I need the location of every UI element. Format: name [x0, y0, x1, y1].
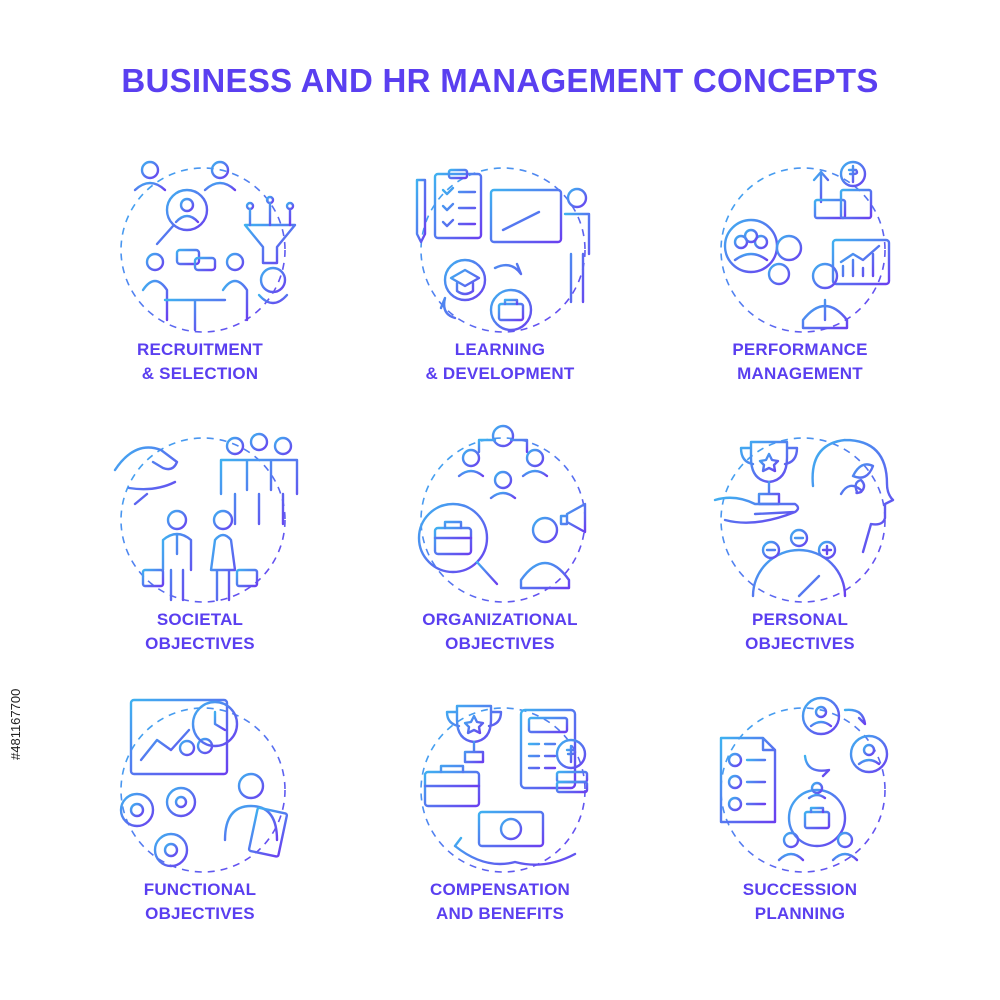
learning-icon	[395, 150, 605, 350]
performance-icon	[695, 150, 905, 350]
stock-id-watermark: #481167700	[8, 688, 23, 760]
recruitment-icon	[95, 150, 305, 350]
personal-icon	[695, 420, 905, 620]
concept-label: RECRUITMENT& SELECTION	[137, 340, 263, 383]
concept-label: LEARNING& DEVELOPMENT	[425, 340, 575, 383]
compensation-icon	[395, 690, 605, 890]
succession-icon	[695, 690, 905, 890]
functional-icon	[95, 690, 305, 890]
concept-learning: LEARNING& DEVELOPMENT	[380, 150, 620, 410]
page-title: BUSINESS AND HR MANAGEMENT CONCEPTS	[121, 62, 879, 99]
concept-recruitment: RECRUITMENT& SELECTION	[80, 150, 320, 410]
organizational-icon	[395, 420, 605, 620]
societal-icon	[95, 420, 305, 620]
